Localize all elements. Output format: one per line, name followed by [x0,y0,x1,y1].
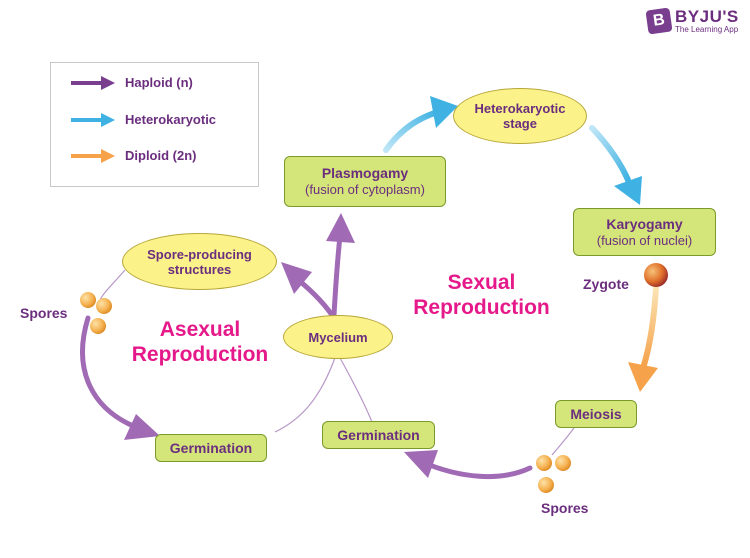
germination-left-title: Germination [169,439,253,456]
arrowhead-zygote-to-meiosis [628,362,658,392]
node-meiosis: Meiosis [555,400,637,428]
connector-meiosis-spores [551,427,575,456]
label-spores-left: Spores [20,305,68,321]
node-mycelium: Mycelium [283,315,393,359]
arrow-zygote-to-meiosis [641,285,659,368]
brand-logo: B BYJU'S The Learning App [645,7,739,35]
node-plasmogamy: Plasmogamy (fusion of cytoplasm) [284,156,446,207]
legend-label-heterokaryotic: Heterokaryotic [125,112,217,127]
brand-name: BYJU'S [675,7,739,26]
node-karyogamy: Karyogamy (fusion of nuclei) [573,208,716,256]
label-spores-bottom: Spores [541,500,589,516]
arrow-heterokaryotic-to-karyogamy [589,125,631,183]
spore-left-1 [80,292,96,308]
node-heterokaryotic-stage: Heterokaryotic stage [453,88,587,144]
arrowhead-spores-to-germination [124,414,160,440]
connector-spore-structure-spores [99,269,126,301]
node-germination-right: Germination [322,421,435,449]
arrowhead-heterokaryotic-to-karyogamy [614,176,642,205]
spore-bottom-2 [555,455,571,471]
arrowhead-mycelium-to-plasmogamy [326,213,355,243]
legend: Haploid (n) Heterokaryotic Diploid (2n) [50,62,259,187]
brand-badge-icon: B [645,7,673,35]
arrow-plasmogamy-to-heterokaryotic [383,109,441,153]
diploid-arrow-icon [71,148,115,163]
arrowhead-spores-to-germination-right [404,450,438,478]
arrowhead-plasmogamy-to-heterokaryotic [430,96,458,128]
zygote-cell [644,263,668,287]
spore-left-2 [96,298,112,314]
legend-label-diploid: Diploid (2n) [125,148,197,163]
heterokaryotic-arrow-icon [71,112,115,127]
legend-label-haploid: Haploid (n) [125,75,193,90]
spore-producing-title: Spore-producing structures [147,246,252,277]
spore-bottom-3 [538,477,554,493]
legend-item-haploid: Haploid (n) [71,75,193,90]
arrow-spores-to-germination [80,315,141,431]
arrow-mycelium-to-plasmogamy [331,233,343,318]
haploid-arrow-icon [71,75,115,90]
connector-mycelium-germination-left [274,354,337,433]
label-sexual-reproduction: Sexual Reproduction [413,271,550,319]
label-zygote: Zygote [583,276,629,292]
arrowhead-mycelium-to-spore-structures [281,262,312,294]
spore-bottom-1 [536,455,552,471]
brand-tagline: The Learning App [675,25,739,34]
legend-item-diploid: Diploid (2n) [71,148,197,163]
spore-left-3 [90,318,106,334]
mycelium-title: Mycelium [308,329,368,345]
label-asexual-reproduction: Asexual Reproduction [131,318,269,366]
meiosis-title: Meiosis [570,405,622,422]
plasmogamy-subtitle: (fusion of cytoplasm) [305,182,425,197]
plasmogamy-title: Plasmogamy [321,165,409,181]
arrow-spores-to-germination-right [419,459,533,479]
karyogamy-subtitle: (fusion of nuclei) [596,232,693,248]
connector-mycelium-germination-right [339,357,373,423]
heterokaryotic-stage-title: Heterokaryotic stage [474,101,566,131]
node-germination-left: Germination [155,434,267,462]
karyogamy-title: Karyogamy [606,215,683,232]
legend-item-heterokaryotic: Heterokaryotic [71,112,216,127]
germination-right-title: Germination [337,426,420,443]
node-spore-producing-structures: Spore-producing structures [122,233,277,290]
